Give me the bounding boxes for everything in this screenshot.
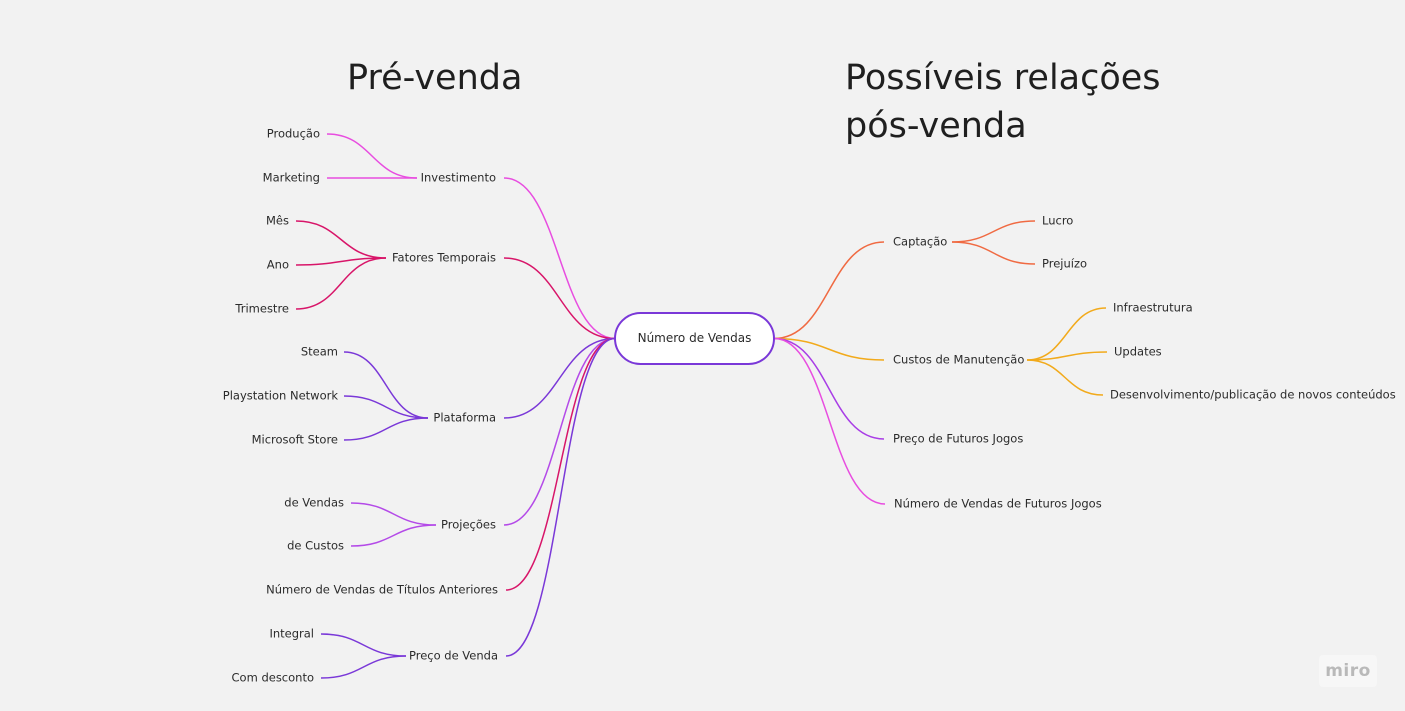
connector-right-branch-to-leaf — [951, 241, 1036, 265]
connector-root-to-left-branch — [503, 177, 616, 340]
right-leaf-label: Lucro — [1042, 214, 1073, 228]
left-leaf-label: Com desconto — [232, 671, 314, 685]
left-leaf-label: Steam — [301, 345, 338, 359]
root-node-label: Número de Vendas — [638, 331, 752, 345]
left-leaf-label: Marketing — [263, 171, 320, 185]
connector-right-branch-to-leaf — [951, 220, 1036, 243]
connector-root-to-left-branch — [503, 337, 616, 419]
heading-pos-venda-line-2: pós-venda — [845, 106, 1027, 146]
right-branch-label: Custos de Manutenção — [893, 353, 1024, 367]
connector-left-branch-to-leaf — [343, 395, 429, 419]
connector-root-to-right-branch — [773, 337, 885, 440]
root-node — [614, 312, 775, 365]
left-leaf-label: Playstation Network — [223, 389, 339, 403]
connector-left-branch-to-leaf — [350, 524, 437, 547]
left-leaf-label: de Vendas — [284, 496, 344, 510]
right-branch-label: Número de Vendas de Futuros Jogos — [894, 497, 1102, 511]
connector-left-branch-to-leaf — [350, 502, 437, 526]
heading-pos-venda: Possíveis relações pós-venda — [845, 54, 1161, 150]
left-branch-label: Número de Vendas de Títulos Anteriores — [266, 583, 498, 597]
connector-left-branch-to-leaf — [326, 133, 418, 179]
connector-right-branch-to-leaf — [1026, 359, 1104, 396]
left-leaf-label: de Custos — [287, 539, 344, 553]
heading-pos-venda-line-1: Possíveis relações — [845, 58, 1161, 98]
left-leaf-label: Integral — [269, 627, 314, 641]
right-branch-label: Preço de Futuros Jogos — [893, 432, 1023, 446]
right-leaf-label: Infraestrutura — [1113, 301, 1193, 315]
right-branch-label: Captação — [893, 235, 947, 249]
left-leaf-label: Microsoft Store — [252, 433, 338, 447]
connector-right-branch-to-leaf — [1026, 351, 1108, 361]
right-leaf-label: Desenvolvimento/publicação de novos cont… — [1110, 388, 1396, 402]
connector-left-branch-to-leaf — [343, 351, 429, 419]
connector-root-to-left-branch — [503, 257, 616, 340]
connector-root-to-left-branch — [505, 337, 616, 657]
connector-left-branch-to-leaf — [320, 655, 407, 679]
left-branch-label: Preço de Venda — [409, 649, 498, 663]
connector-root-to-right-branch — [773, 337, 885, 361]
left-leaf-label: Ano — [267, 258, 289, 272]
left-leaf-label: Produção — [267, 127, 320, 141]
miro-logo: miro — [1319, 655, 1377, 687]
connector-root-to-right-branch — [773, 241, 885, 340]
connector-root-to-left-branch — [505, 337, 616, 591]
connector-right-branch-to-leaf — [1026, 307, 1107, 361]
heading-pre-venda: Pré-venda — [347, 58, 523, 98]
connector-left-branch-to-leaf — [320, 633, 407, 657]
left-leaf-label: Trimestre — [234, 302, 289, 316]
right-leaf-label: Prejuízo — [1042, 257, 1087, 271]
connector-left-branch-to-leaf — [343, 417, 429, 441]
left-branch-label: Projeções — [441, 518, 496, 532]
left-leaf-label: Mês — [266, 214, 289, 228]
left-branch-label: Investimento — [421, 171, 496, 185]
connector-left-branch-to-leaf — [295, 257, 387, 266]
connector-left-branch-to-leaf — [295, 220, 387, 259]
connector-left-branch-to-leaf — [295, 257, 387, 310]
left-branch-label: Fatores Temporais — [392, 251, 496, 265]
left-branch-label: Plataforma — [433, 411, 496, 425]
connector-root-to-right-branch — [773, 337, 886, 505]
connector-root-to-left-branch — [503, 337, 616, 526]
right-leaf-label: Updates — [1114, 345, 1162, 359]
